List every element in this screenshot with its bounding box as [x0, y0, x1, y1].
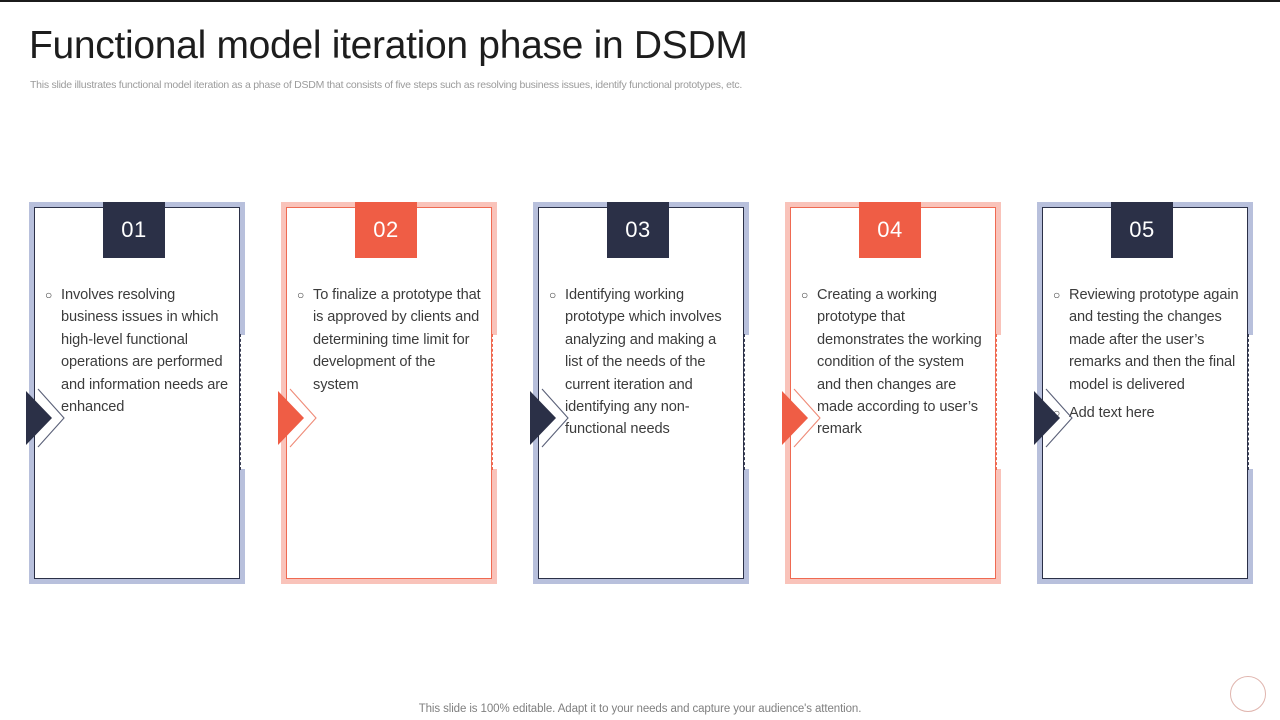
card-frame-left — [29, 202, 37, 584]
page-subtitle: This slide illustrates functional model … — [30, 79, 743, 91]
list-item-text: Reviewing prototype again and testing th… — [1069, 287, 1239, 393]
step-card-01[interactable]: 01 ○ Involves resolving business issues in… — [26, 202, 245, 584]
bullet-circle-icon: ○ — [1053, 288, 1061, 302]
card-frame-left — [281, 202, 289, 584]
card-frame-right-b — [993, 469, 1001, 584]
card-frame-right-b — [741, 469, 749, 584]
card-dashed-connector — [996, 334, 997, 470]
footer-note: This slide is 100% editable. Adapt it to… — [418, 703, 862, 715]
step-number-badge: 02 — [355, 202, 417, 258]
card-frame-right-b — [1245, 469, 1253, 584]
card-frame-right-b — [489, 469, 497, 584]
list-item-text: Involves resolving business issues in wh… — [61, 287, 229, 416]
card-frame-right-a — [1245, 202, 1253, 335]
card-frame-left — [1037, 202, 1045, 584]
list-item-text: Creating a working prototype that demons… — [817, 287, 982, 438]
card-frame-left — [533, 202, 541, 584]
card-frame-bottom — [29, 576, 245, 584]
chevron-right-icon — [1034, 387, 1086, 449]
steps-container: 01 ○ Involves resolving business issues in… — [0, 178, 1280, 608]
bullet-circle-icon: ○ — [549, 288, 557, 302]
card-body: ○ Creating a working prototype that demon… — [801, 284, 987, 447]
card-inner-outline — [286, 207, 492, 579]
card-dashed-connector — [1248, 334, 1249, 470]
bullet-circle-icon: ○ — [297, 288, 305, 302]
list-item: ○ Add text here — [1053, 402, 1239, 424]
card-frame-bottom — [533, 576, 749, 584]
chevron-right-icon — [26, 387, 78, 449]
card-frame-bottom — [281, 576, 497, 584]
bullet-circle-icon: ○ — [45, 288, 53, 302]
decorative-circle-icon — [1230, 676, 1266, 712]
list-item: ○ To finalize a prototype that is approve… — [297, 284, 483, 396]
bullet-circle-icon: ○ — [801, 288, 809, 302]
list-item-text: Identifying working prototype which invo… — [565, 287, 722, 438]
step-card-03[interactable]: 03 ○ Identifying working prototype which i… — [530, 202, 749, 584]
card-body: ○ Involves resolving business issues in w… — [45, 284, 231, 424]
chevron-right-icon — [530, 387, 582, 449]
step-number-badge: 01 — [103, 202, 165, 258]
chevron-right-icon — [278, 387, 330, 449]
chevron-right-icon — [782, 387, 834, 449]
card-dashed-connector — [240, 334, 241, 470]
card-body: ○ To finalize a prototype that is approve… — [297, 284, 483, 402]
bullet-circle-icon: ○ — [1053, 406, 1061, 421]
card-frame-bottom — [1037, 576, 1253, 584]
step-number-badge: 04 — [859, 202, 921, 258]
list-item-text: To finalize a prototype that is approved… — [313, 287, 481, 393]
list-item: ○ Reviewing prototype again and testing t… — [1053, 284, 1239, 396]
card-inner-outline — [790, 207, 996, 579]
card-frame-bottom — [785, 576, 1001, 584]
card-frame-right-a — [489, 202, 497, 335]
top-rule — [0, 0, 1280, 2]
step-card-05[interactable]: 05 ○ Reviewing prototype again and testing… — [1034, 202, 1253, 584]
card-body: ○ Reviewing prototype again and testing t… — [1053, 284, 1239, 430]
card-frame-right-a — [741, 202, 749, 335]
step-card-04[interactable]: 04 ○ Creating a working prototype that dem… — [782, 202, 1001, 584]
card-frame-right-a — [993, 202, 1001, 335]
step-card-02[interactable]: 02 ○ To finalize a prototype that is appro… — [278, 202, 497, 584]
step-number-badge: 05 — [1111, 202, 1173, 258]
card-frame-right-a — [237, 202, 245, 335]
card-inner-outline — [538, 207, 744, 579]
list-item: ○ Creating a working prototype that demon… — [801, 284, 987, 441]
step-number-badge: 03 — [607, 202, 669, 258]
card-inner-outline — [1042, 207, 1248, 579]
list-item: ○ Identifying working prototype which inv… — [549, 284, 735, 441]
card-dashed-connector — [744, 334, 745, 470]
card-dashed-connector — [492, 334, 493, 470]
card-inner-outline — [34, 207, 240, 579]
card-body: ○ Identifying working prototype which inv… — [549, 284, 735, 447]
list-item-text: Add text here — [1069, 405, 1155, 422]
list-item: ○ Involves resolving business issues in w… — [45, 284, 231, 418]
page-title: Functional model iteration phase in DSDM — [29, 24, 748, 67]
card-frame-right-b — [237, 469, 245, 584]
card-frame-left — [785, 202, 793, 584]
